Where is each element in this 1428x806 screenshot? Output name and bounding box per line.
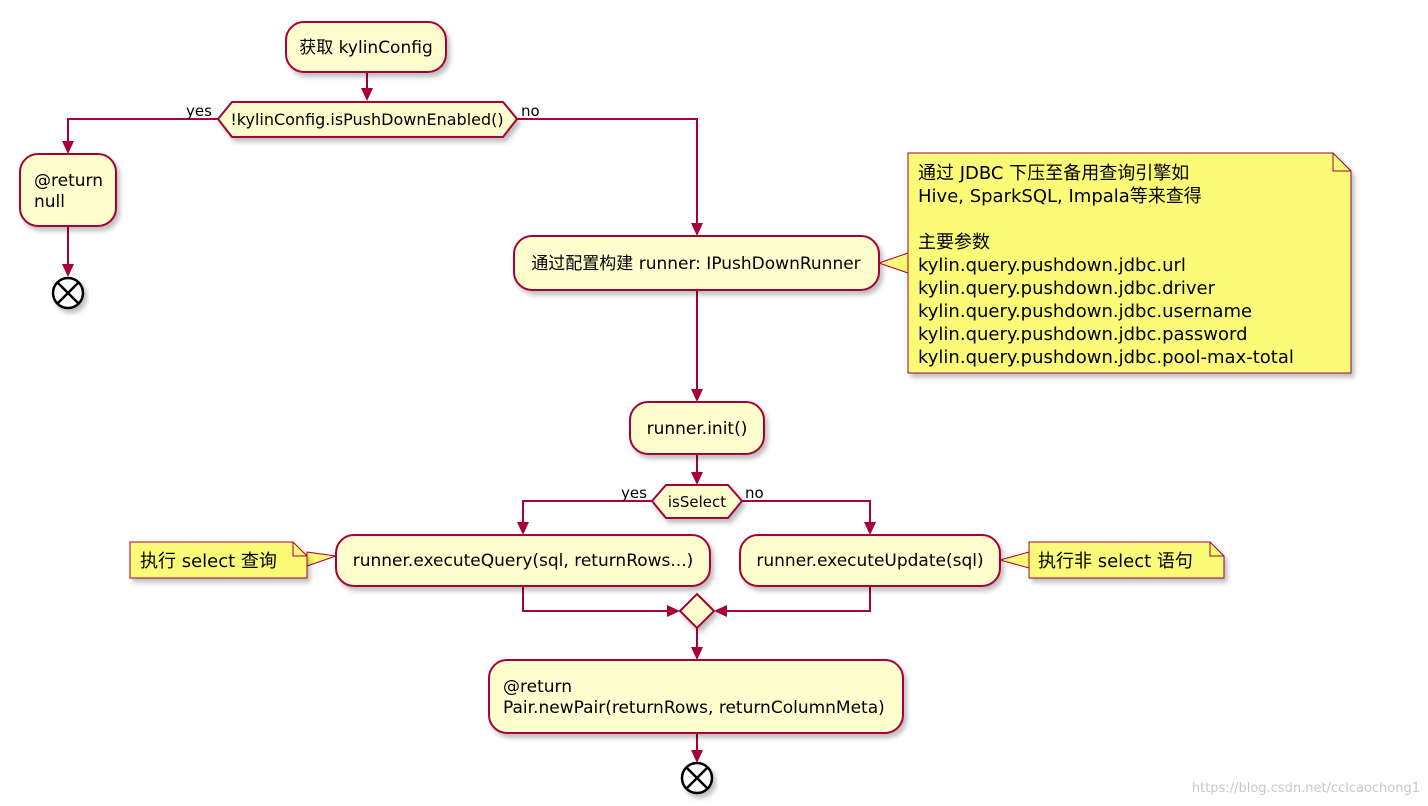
arrow-head	[691, 389, 703, 402]
arrow-head	[62, 264, 74, 277]
note-corner-fold	[292, 542, 307, 557]
note-corner-fold	[1332, 153, 1351, 172]
decision-label: !kylinConfig.isPushDownEnabled()	[230, 110, 503, 129]
end-node	[680, 761, 714, 795]
arrow-head	[667, 605, 680, 617]
decision-is-select: isSelect	[650, 484, 744, 519]
activity-label-line-1: @return	[503, 677, 572, 697]
merge-diamond	[678, 592, 716, 630]
activity-label: runner.executeQuery(sql, returnRows...)	[353, 551, 694, 571]
activity-box	[335, 534, 711, 587]
note-line-9: kylin.query.pushdown.jdbc.pool-max-total	[918, 347, 1294, 368]
note-body	[907, 152, 1352, 374]
activity-box	[19, 153, 117, 227]
arrow-head	[62, 141, 74, 154]
activity-label-line-2: null	[34, 192, 65, 212]
note-line-8: kylin.query.pushdown.jdbc.password	[918, 324, 1248, 345]
activity-return-null: @return null	[19, 153, 117, 227]
note-line-1: 通过 JDBC 下压至备用查询引擎如	[918, 163, 1189, 184]
arrow-head	[517, 522, 529, 535]
note-text: 执行 select 查询	[140, 551, 277, 572]
note-connector	[877, 252, 909, 274]
edge-update-to-merge	[723, 586, 871, 612]
activity-label-line-1: @return	[34, 171, 103, 191]
decision-hexagon	[650, 484, 744, 519]
note-line-7: kylin.query.pushdown.jdbc.username	[918, 301, 1252, 322]
arrow-head	[691, 647, 703, 660]
activity-label-line-2: Pair.newPair(returnRows, returnColumnMet…	[503, 698, 885, 718]
activity-return-pair: @return Pair.newPair(returnRows, returnC…	[488, 659, 904, 734]
watermark: https://blog.csdn.net/cclcaochong1	[1192, 781, 1420, 796]
note-line-4: 主要参数	[918, 232, 990, 253]
edge-select-yes	[522, 500, 652, 526]
note-line-6: kylin.query.pushdown.jdbc.driver	[918, 278, 1216, 299]
note-line-5: kylin.query.pushdown.jdbc.url	[918, 255, 1186, 276]
arrow-head	[691, 750, 703, 763]
decision-hexagon	[216, 101, 519, 138]
edge-no-to-build-runner	[517, 118, 698, 228]
activity-execute-update: runner.executeUpdate(sql)	[739, 534, 1001, 587]
note-line-2: Hive, SparkSQL, Impala等来查得	[918, 186, 1202, 207]
activity-box	[488, 659, 904, 734]
branch-label-no: no	[745, 484, 764, 502]
note-corner-fold	[1209, 542, 1224, 557]
note-update-statement: 执行非 select 语句	[1028, 541, 1225, 579]
note-connector	[306, 551, 337, 567]
note-body	[129, 541, 308, 579]
activity-label: 通过配置构建 runner: IPushDownRunner	[531, 254, 860, 274]
branch-label-yes: yes	[186, 102, 212, 120]
note-body	[1028, 541, 1225, 579]
arrow-head	[361, 88, 373, 101]
end-node	[51, 276, 85, 310]
note-jdbc-pushdown: 通过 JDBC 下压至备用查询引擎如 Hive, SparkSQL, Impal…	[907, 152, 1352, 374]
activity-box	[629, 401, 765, 455]
activity-label: 获取 kylinConfig	[299, 38, 432, 58]
branch-label-yes: yes	[621, 484, 647, 502]
arrow-head	[864, 522, 876, 535]
activity-box	[285, 21, 447, 73]
branch-label-no: no	[521, 102, 540, 120]
note-select-query: 执行 select 查询	[129, 541, 308, 579]
activity-label: runner.init()	[647, 419, 748, 439]
edges	[62, 72, 876, 763]
decision-label: isSelect	[668, 493, 726, 511]
activity-execute-query: runner.executeQuery(sql, returnRows...)	[335, 534, 711, 587]
activity-runner-init: runner.init()	[629, 401, 765, 455]
edge-yes-to-return-null	[67, 118, 218, 146]
decision-pushdown-enabled: !kylinConfig.isPushDownEnabled()	[216, 101, 519, 138]
activity-label: runner.executeUpdate(sql)	[756, 551, 983, 571]
arrow-head	[691, 223, 703, 236]
note-connector	[998, 551, 1030, 569]
arrow-head	[691, 472, 703, 485]
note-text: 执行非 select 语句	[1038, 551, 1193, 572]
activity-get-config: 获取 kylinConfig	[285, 21, 447, 73]
arrow-head	[714, 605, 727, 617]
activity-build-runner: 通过配置构建 runner: IPushDownRunner	[513, 235, 880, 291]
edge-query-to-merge	[522, 586, 671, 612]
edge-select-no	[742, 500, 871, 526]
